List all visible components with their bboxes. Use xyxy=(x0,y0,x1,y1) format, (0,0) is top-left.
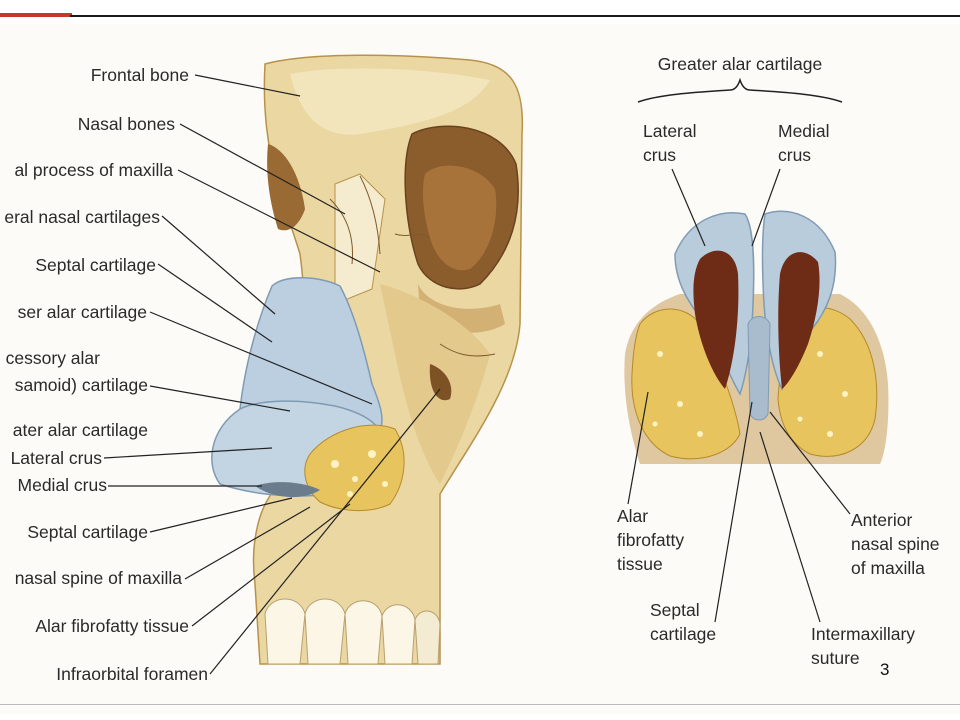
label-medial-crus-right-1: Medial xyxy=(778,121,830,141)
brace-bracket xyxy=(637,77,843,103)
label-septal-cartilage-lower: Septal cartilage xyxy=(27,522,148,542)
label-nasal-bones: Nasal bones xyxy=(77,114,175,134)
label-alar-fibrofatty-right-1: Alar xyxy=(617,506,649,526)
label-greater-alar-title: Greater alar cartilage xyxy=(657,54,823,74)
label-accessory-alar-line1: cessory alar xyxy=(5,348,100,368)
label-medial-crus-left: Medial crus xyxy=(17,475,107,495)
label-alar-fibrofatty-left: Alar fibrofatty tissue xyxy=(35,616,189,636)
label-intermaxillary-suture-2: suture xyxy=(811,648,860,668)
skull-drawing xyxy=(211,54,524,665)
anatomy-figure: Frontal bone Nasal bones al process of m… xyxy=(0,24,960,714)
label-anterior-nasal-spine-right-2: nasal spine xyxy=(851,534,940,554)
label-anterior-nasal-spine-right-3: of maxilla xyxy=(851,558,925,578)
label-accessory-alar-line2: samoid) cartilage xyxy=(14,375,148,395)
bottom-rule xyxy=(0,704,960,705)
label-intermaxillary-suture-1: Intermaxillary xyxy=(811,624,916,644)
slide-top-rule xyxy=(70,15,960,17)
label-alar-fibrofatty-right-3: tissue xyxy=(617,554,663,574)
label-lateral-nasal-cartilages: eral nasal cartilages xyxy=(4,207,160,227)
teeth xyxy=(264,598,441,665)
label-septal-cartilage-right-2: cartilage xyxy=(650,624,717,644)
label-frontal-process-maxilla: al process of maxilla xyxy=(14,160,173,180)
label-infraorbital-foramen: Infraorbital foramen xyxy=(56,664,208,684)
label-medial-crus-right-2: crus xyxy=(778,145,812,165)
fibrofatty-tissue-shape xyxy=(304,424,405,512)
label-anterior-nasal-spine-right-1: Anterior xyxy=(851,510,913,530)
label-frontal-bone: Frontal bone xyxy=(90,65,189,85)
label-lesser-alar-cartilage: ser alar cartilage xyxy=(17,302,147,322)
right-leader-lines xyxy=(627,168,851,623)
nose-anatomy-illustration xyxy=(103,54,889,675)
alar-cartilage-inferior-view xyxy=(624,77,889,464)
label-anterior-nasal-spine-left: nasal spine of maxilla xyxy=(14,568,182,588)
label-lateral-crus-right-1: Lateral xyxy=(643,121,697,141)
slide-accent-bar xyxy=(0,13,72,17)
label-septal-cartilage-upper: Septal cartilage xyxy=(35,255,156,275)
label-lateral-crus-right-2: crus xyxy=(643,145,677,165)
label-lateral-crus-left: Lateral crus xyxy=(10,448,102,468)
slide-page-number: 3 xyxy=(880,660,890,679)
label-greater-alar-cartilage: ater alar cartilage xyxy=(12,420,148,440)
label-septal-cartilage-right-1: Septal xyxy=(650,600,700,620)
label-alar-fibrofatty-right-2: fibrofatty xyxy=(617,530,685,550)
left-leader-lines xyxy=(103,74,441,675)
